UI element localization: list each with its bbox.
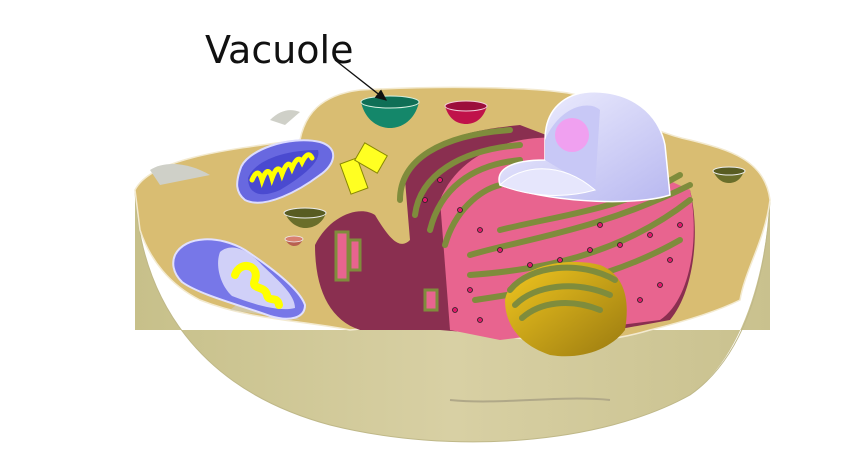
cell-membrane-bowl xyxy=(135,190,770,442)
mitochondrion xyxy=(236,139,335,204)
mitochondrion xyxy=(172,238,307,320)
nucleus xyxy=(498,91,671,203)
vesicle xyxy=(712,166,746,183)
golgi-apparatus xyxy=(505,261,627,357)
vesicle xyxy=(284,235,304,246)
label-arrow xyxy=(334,59,388,101)
label-vacuole: Vacuole xyxy=(205,28,354,72)
lysosome xyxy=(444,100,488,124)
centriole xyxy=(339,142,388,195)
nucleolus xyxy=(555,118,589,152)
vesicle xyxy=(283,207,327,228)
